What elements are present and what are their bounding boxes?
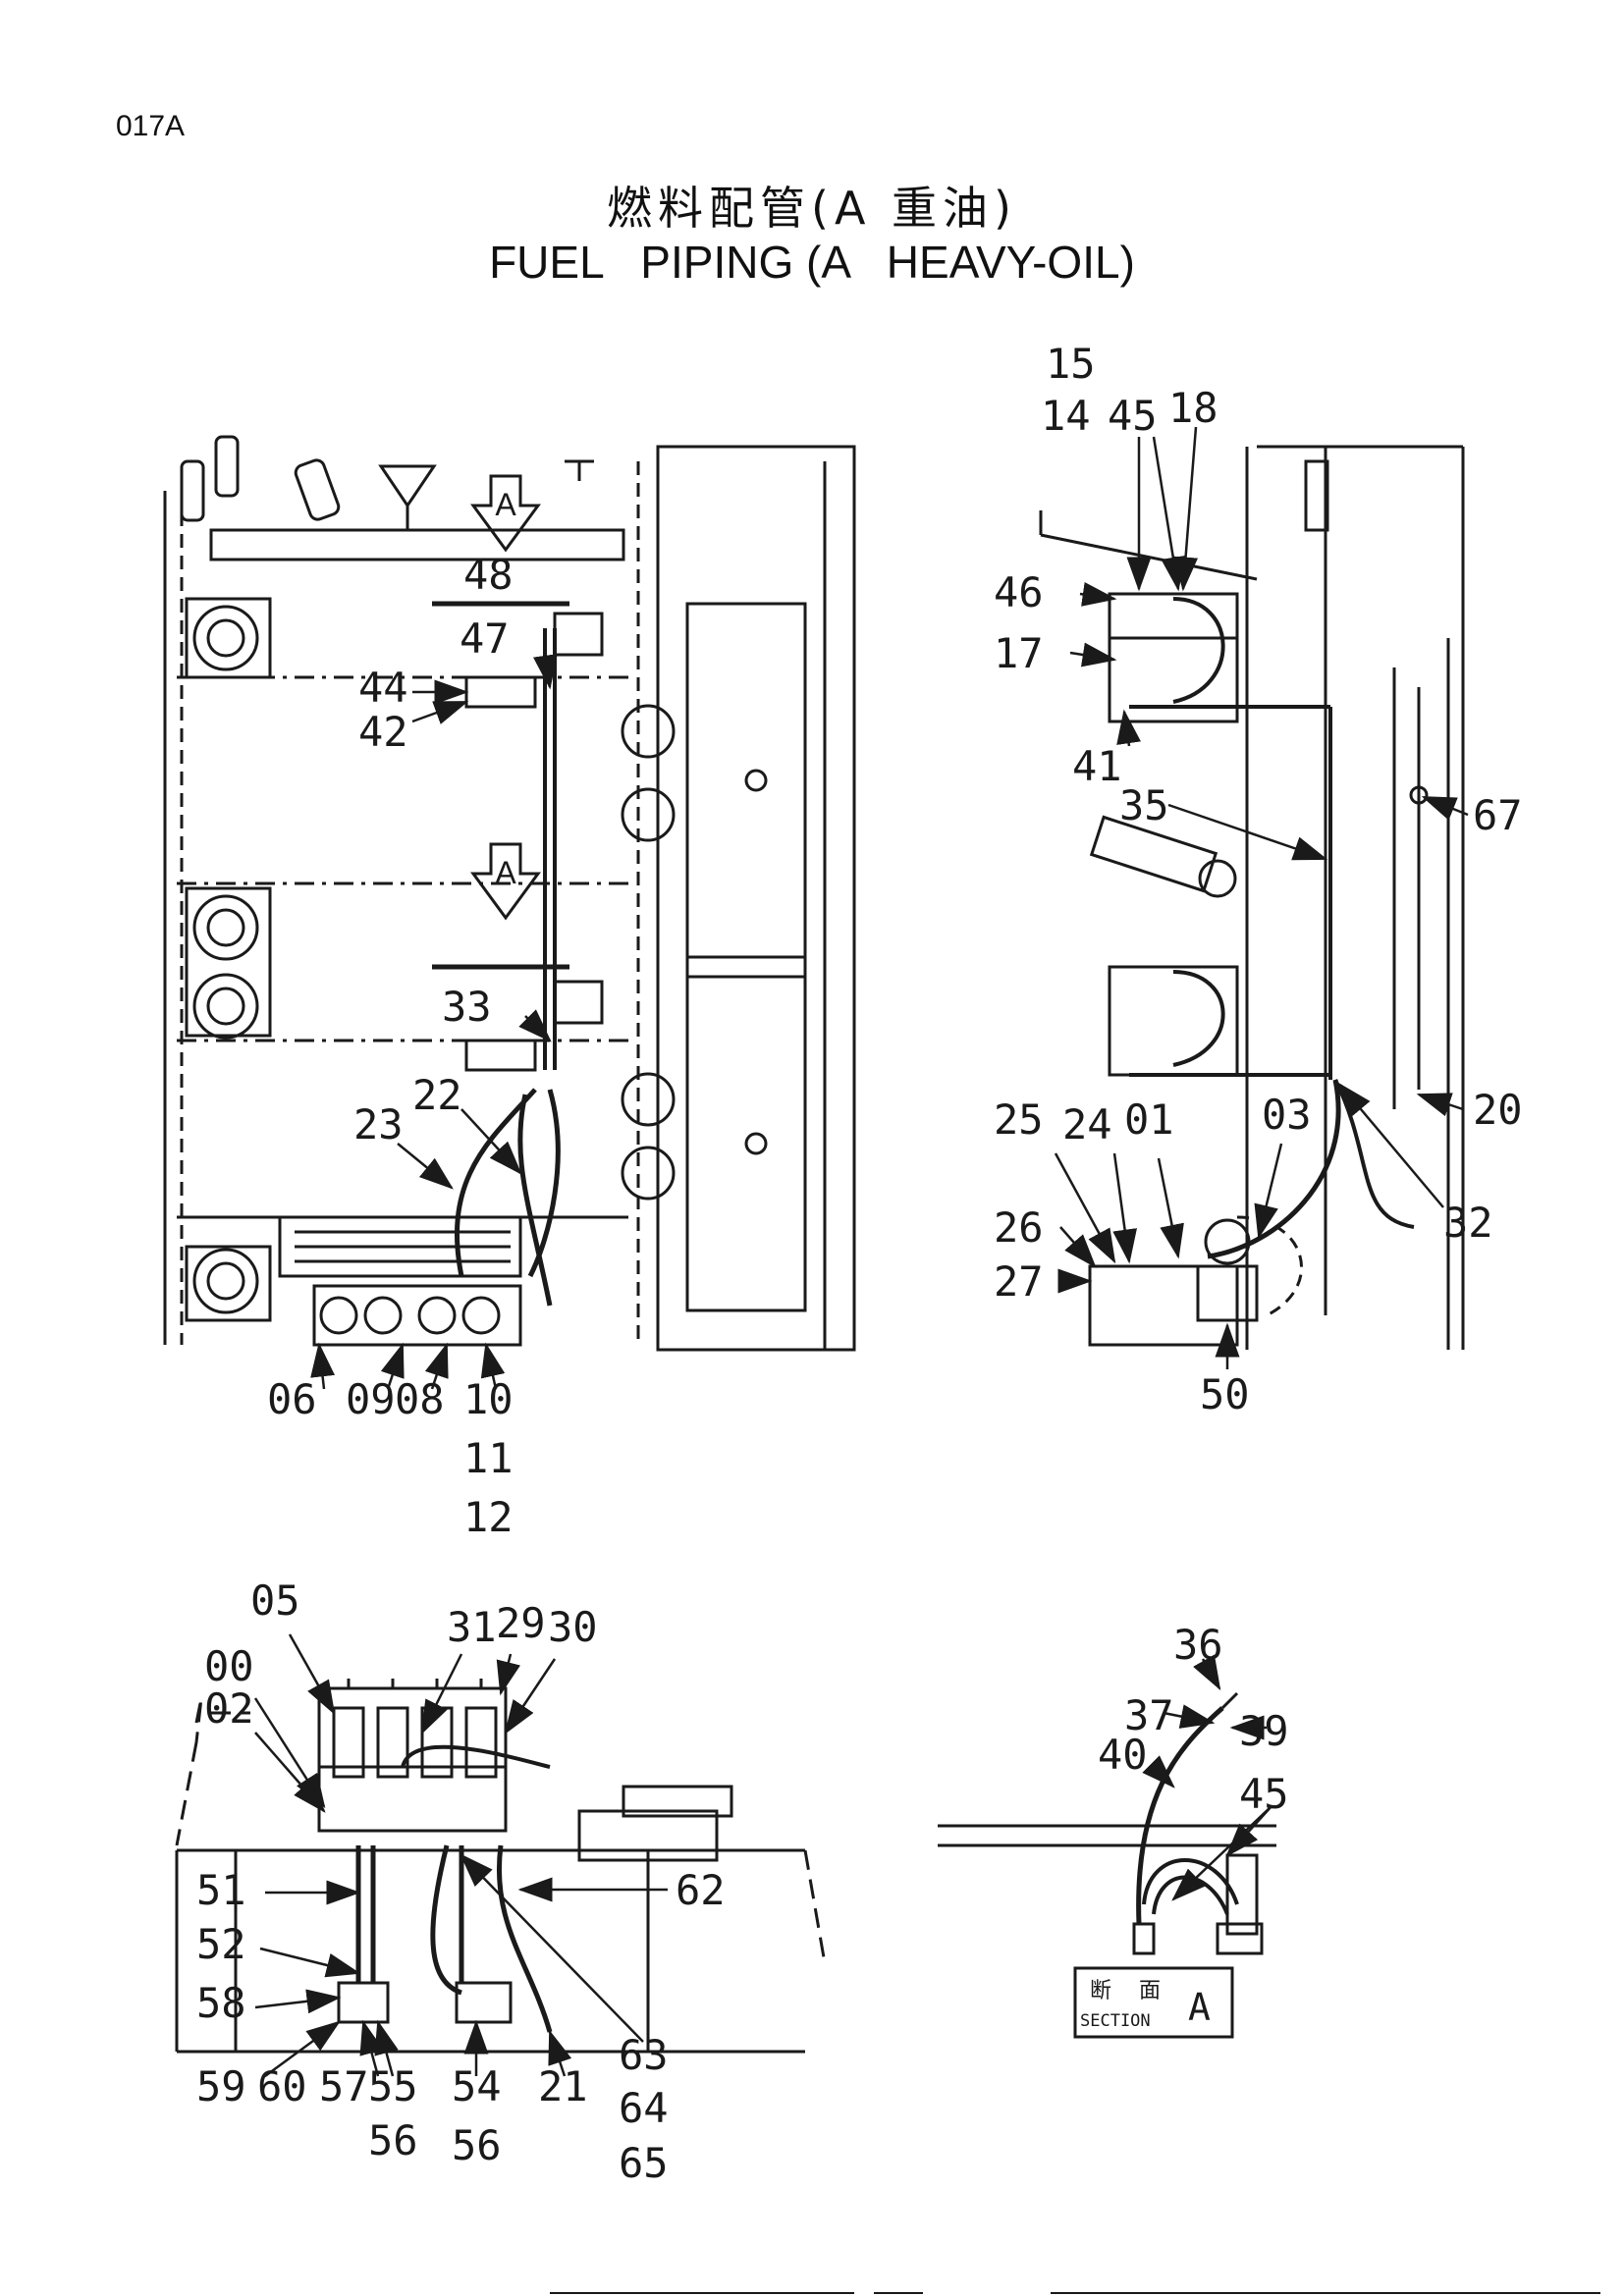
- callout-label: 02: [204, 1684, 254, 1733]
- section-marker-arrows: [470, 474, 541, 921]
- callout-label: 05: [250, 1576, 300, 1625]
- section-label-text: SECTION: [1080, 2011, 1151, 2031]
- callout-label: 17: [994, 629, 1044, 677]
- callout-label: 44: [358, 664, 408, 712]
- callout-label: 00: [204, 1642, 254, 1690]
- callout-label: 67: [1473, 791, 1523, 839]
- callout-label: 32: [1443, 1199, 1493, 1247]
- callout-label: 15: [1046, 340, 1096, 388]
- callout-label: 14: [1041, 392, 1091, 440]
- callout-label: 21: [538, 2062, 588, 2110]
- callout-label: 40: [1098, 1731, 1148, 1779]
- section-a-label-box: 断 面 SECTION A: [1073, 1966, 1234, 2039]
- callout-label: 58: [196, 1979, 246, 2027]
- callout-label: 50: [1200, 1370, 1250, 1418]
- callout-label: 57: [319, 2062, 369, 2110]
- callout-label: 56: [368, 2116, 418, 2164]
- callout-label: 23: [353, 1100, 404, 1148]
- callout-label: 36: [1173, 1621, 1223, 1669]
- callout-label: 63: [619, 2031, 669, 2079]
- callout-label: 51: [196, 1866, 246, 1914]
- callout-labels: 48 47 44 42 33 22 23 06 09 08 10 11 12 1…: [196, 340, 1523, 2187]
- callout-label: 35: [1119, 781, 1169, 829]
- callout-label: 27: [994, 1257, 1044, 1306]
- callout-label: 45: [1108, 392, 1158, 440]
- page-title-english: FUEL PIPING (A HEAVY-OIL): [489, 237, 1135, 288]
- page-id: 017A: [116, 110, 186, 142]
- section-label-jp-left: 断: [1090, 1979, 1111, 2003]
- callout-label: 64: [619, 2084, 669, 2132]
- callout-label: 06: [267, 1375, 317, 1423]
- callout-label: 60: [257, 2062, 307, 2110]
- callout-label: 56: [452, 2121, 502, 2169]
- callout-label: 54: [452, 2062, 502, 2110]
- callout-label: 18: [1168, 384, 1218, 432]
- callout-label: 20: [1473, 1086, 1523, 1134]
- callout-label: 42: [358, 708, 408, 756]
- callout-label: 37: [1124, 1691, 1174, 1739]
- front-view: [163, 435, 856, 1352]
- callout-label: 12: [463, 1493, 514, 1541]
- callout-label: 03: [1262, 1091, 1312, 1139]
- callout-label: 39: [1239, 1707, 1289, 1755]
- callout-label: 08: [395, 1375, 445, 1423]
- callout-label: 52: [196, 1920, 246, 1968]
- callout-label: 47: [460, 614, 510, 663]
- callout-label: 22: [412, 1071, 462, 1119]
- leader-lines: [253, 426, 1469, 2078]
- callout-label: 10: [463, 1375, 514, 1423]
- callout-label: 29: [496, 1599, 546, 1647]
- page-title-japanese: 燃料配管(A 重油): [607, 182, 1017, 235]
- callout-label: 46: [994, 568, 1044, 616]
- callout-label: 48: [463, 551, 514, 599]
- callout-label: 62: [676, 1866, 726, 1914]
- plan-view: [175, 1679, 827, 2054]
- section-marker-a-mid: A: [495, 855, 516, 890]
- callout-label: 30: [548, 1603, 598, 1651]
- callout-label: 09: [346, 1375, 396, 1423]
- callout-label: 01: [1124, 1095, 1174, 1144]
- section-label-jp-right: 面: [1139, 1979, 1161, 2003]
- callout-label: 25: [994, 1095, 1044, 1144]
- section-marker-a-top: A: [495, 487, 516, 522]
- section-label-letter: A: [1188, 1986, 1211, 2029]
- callout-label: 65: [619, 2139, 669, 2187]
- callout-label: 24: [1062, 1100, 1112, 1148]
- callout-label: 41: [1072, 742, 1122, 790]
- side-view: [1039, 445, 1465, 1350]
- callout-label: 45: [1239, 1770, 1289, 1818]
- callout-label: 26: [994, 1203, 1044, 1252]
- callout-label: 55: [368, 2062, 418, 2110]
- callout-label: 31: [447, 1603, 497, 1651]
- callout-label: 33: [442, 983, 492, 1031]
- callout-label: 59: [196, 2062, 246, 2110]
- callout-label: 11: [463, 1434, 514, 1482]
